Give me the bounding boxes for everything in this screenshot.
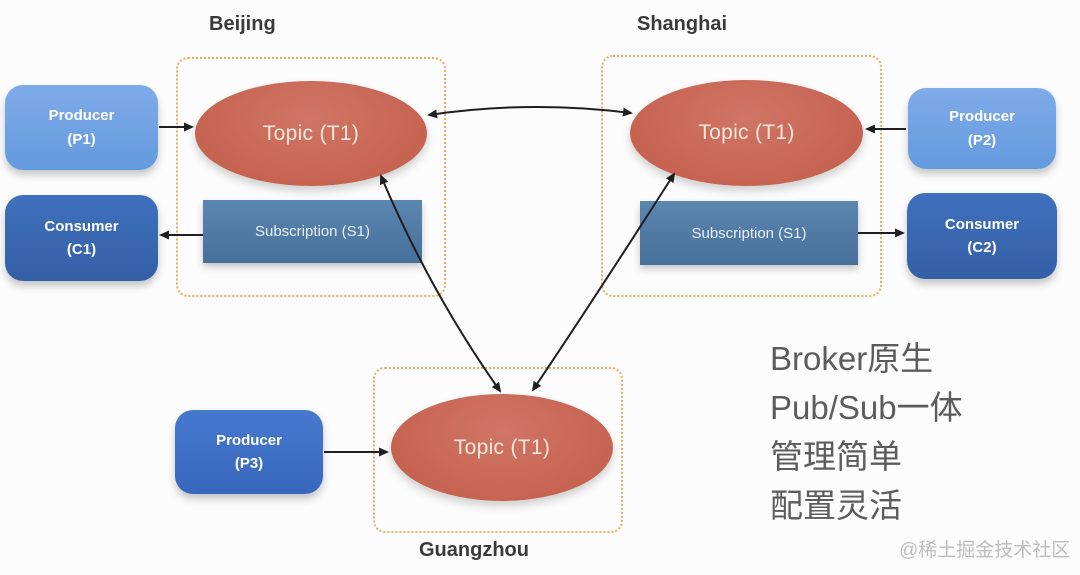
- consumer-c2-box: Consumer (C2): [907, 193, 1057, 279]
- consumer-c1-name: Consumer: [44, 217, 119, 235]
- region-title-beijing: Beijing: [209, 13, 276, 35]
- annotation-line-2: Pub/Sub一体: [770, 389, 963, 426]
- annotation-line-4: 配置灵活: [770, 487, 902, 524]
- annotation-text-block: Broker原生 Pub/Sub一体 管理简单 配置灵活: [770, 334, 963, 530]
- producer-p1-id: (P1): [67, 130, 96, 148]
- annotation-line-1: Broker原生: [770, 340, 934, 377]
- producer-p2-name: Producer: [949, 108, 1015, 126]
- subscription-box-beijing: Subscription (S1): [203, 200, 422, 263]
- consumer-c1-box: Consumer (C1): [5, 195, 158, 281]
- watermark-text: @稀土掘金技术社区: [899, 540, 1071, 561]
- consumer-c2-id: (C2): [967, 239, 997, 256]
- topic-ellipse-shanghai: Topic (T1): [630, 80, 863, 186]
- subscription-label-beijing: Subscription (S1): [254, 223, 371, 240]
- producer-p3-id: (P3): [234, 455, 264, 472]
- topic-label-guangzhou: Topic (T1): [453, 435, 551, 459]
- consumer-c2-name: Consumer: [944, 215, 1020, 233]
- topic-ellipse-guangzhou: Topic (T1): [391, 394, 613, 501]
- producer-p3-box: Producer (P3): [175, 410, 323, 494]
- subscription-box-shanghai: Subscription (S1): [640, 201, 858, 265]
- producer-p3-name: Producer: [216, 431, 282, 449]
- producer-p1-name: Producer: [48, 107, 115, 125]
- consumer-c1-id: (C1): [66, 241, 97, 258]
- region-title-guangzhou: Guangzhou: [419, 539, 529, 561]
- producer-p1-box: Producer (P1): [5, 85, 158, 170]
- topic-label-shanghai: Topic (T1): [698, 121, 795, 144]
- producer-p2-box: Producer (P2): [908, 88, 1056, 169]
- producer-p2-id: (P2): [967, 131, 997, 149]
- annotation-line-3: 管理简单: [770, 438, 902, 475]
- subscription-label-shanghai: Subscription (S1): [691, 224, 807, 242]
- topic-label-beijing: Topic (T1): [262, 121, 360, 145]
- topic-ellipse-beijing: Topic (T1): [195, 81, 427, 186]
- region-title-shanghai: Shanghai: [637, 13, 728, 35]
